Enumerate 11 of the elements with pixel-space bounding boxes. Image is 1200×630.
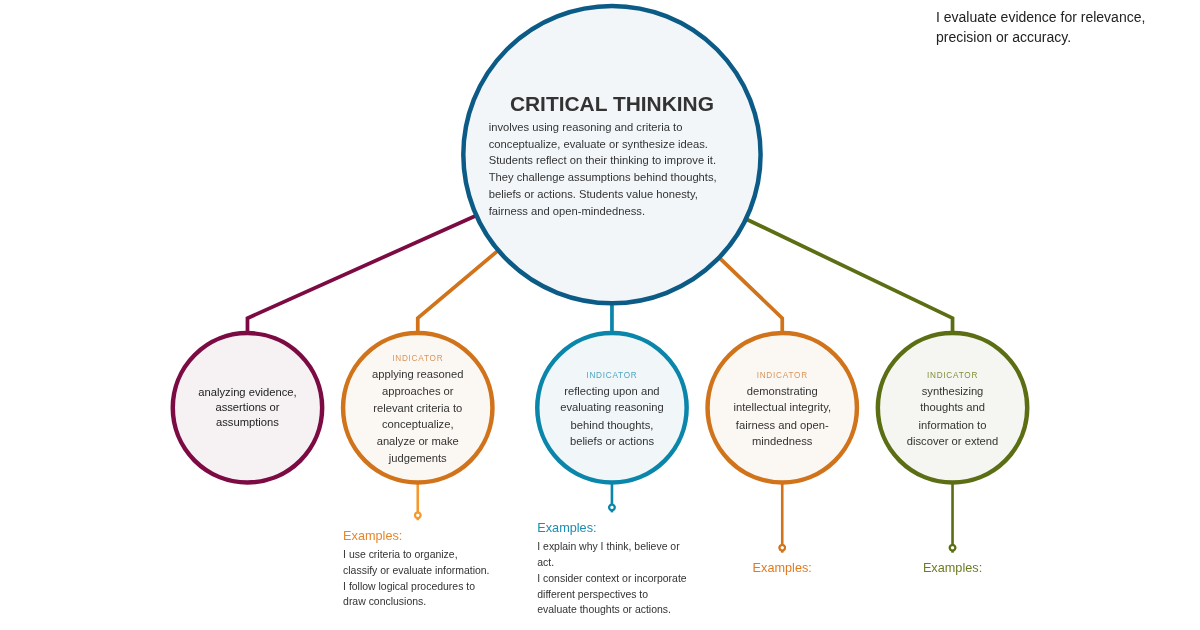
example-text: I evaluate evidence for relevance, precision or accuracy. [936, 8, 1147, 47]
node-text: Examples: [752, 560, 812, 576]
node-text: Examples: I explain why I think, believe or act. I consider context or incorporate different perspectives to evaluate thoughts or actions. [537, 520, 687, 616]
node-circle: INDICATOR applying reasoned approaches or relevant criteria to conceptualize, analyze or make judgements [340, 330, 495, 485]
node-circle: INDICATOR reflecting upon and evaluating reasoning behind thoughts, beliefs or actions [535, 330, 689, 485]
node-circle: INDICATOR demonstrating intellectual integrity, fairness and open-mindedness [705, 330, 860, 485]
node-circle: INDICATOR synthesizing thoughts and information to discover or extend [875, 330, 1030, 485]
node-text: Examples: [922, 560, 983, 576]
node-circle: CRITICAL THINKING involves using reasoning and criteria to conceptualize, evaluate or synthesize ideas. Students reflect on their thinking to improve it. They challenge assumptions behind thoughts, beliefs or actions. Students value honesty, fairness and open-mindedness. [461, 3, 763, 306]
node-text: Examples: I use criteria to organize, classify or evaluate information. I follow logical procedures to draw conclusions. [343, 528, 490, 608]
node-circle: analyzing evidence, assertions or assumptions [170, 330, 325, 485]
